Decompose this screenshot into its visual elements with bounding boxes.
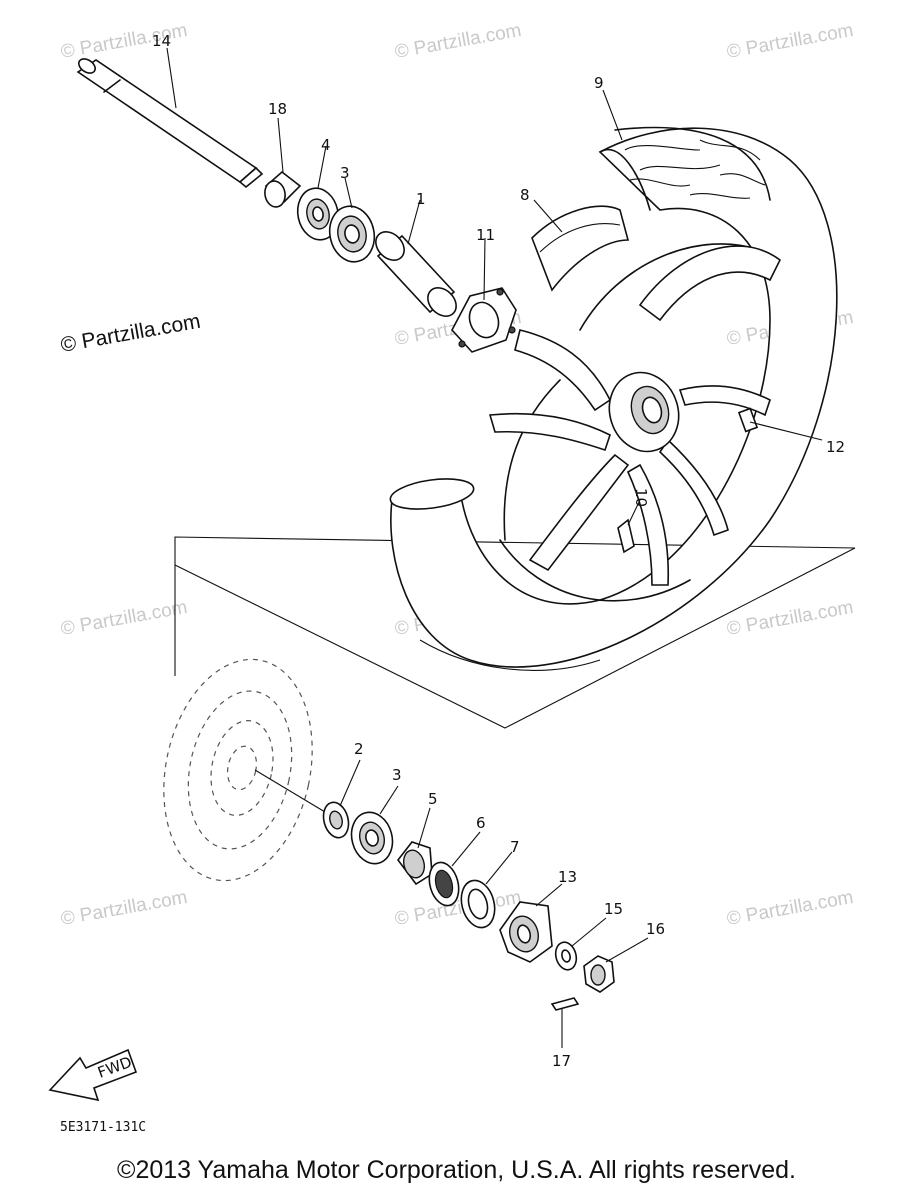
callout-3-upper: 3 [340, 164, 350, 182]
watermark: © Partzilla.com [393, 20, 523, 63]
callout-2: 2 [354, 740, 364, 758]
watermark: © Partzilla.com [725, 887, 855, 930]
watermark: © Partzilla.com [725, 20, 855, 63]
rim-band [531, 205, 630, 292]
callout-18: 18 [268, 100, 287, 118]
callout-17: 17 [552, 1052, 571, 1070]
meter-clutch [396, 841, 433, 886]
diagram-code: 5E3171-131C [60, 1120, 146, 1135]
callout-10: 10 [632, 488, 650, 507]
washer-6 [428, 861, 460, 907]
axle [76, 58, 264, 189]
bearing-upper [328, 205, 376, 263]
callouts: 14 18 4 3 1 11 8 9 12 10 2 3 5 6 7 13 15… [152, 32, 845, 1070]
callout-8: 8 [520, 186, 530, 204]
axle-nut [583, 955, 615, 993]
callout-16: 16 [646, 920, 665, 938]
copyright-notice: ©2013 Yamaha Motor Corporation, U.S.A. A… [117, 1156, 796, 1184]
callout-14: 14 [152, 32, 171, 50]
watermark: © Partzilla.com [725, 597, 855, 640]
callout-11: 11 [476, 226, 495, 244]
callout-1: 1 [416, 190, 426, 208]
bearing-lower [350, 811, 394, 865]
callout-3-lower: 3 [392, 766, 402, 784]
leader-lines [166, 47, 823, 1048]
watermark: © Partzilla.com [59, 887, 189, 930]
oil-seal-upper [296, 187, 340, 241]
callout-15: 15 [604, 900, 623, 918]
oil-seal-lower [322, 801, 350, 839]
callout-5: 5 [428, 790, 438, 808]
callout-9: 9 [594, 74, 604, 92]
wheel-rim [488, 243, 782, 602]
seal-7 [460, 879, 496, 929]
gear-unit [499, 901, 553, 963]
callout-7: 7 [510, 838, 520, 856]
callout-12: 12 [826, 438, 845, 456]
watermark: © Partzilla.com [59, 597, 189, 640]
callout-13: 13 [558, 868, 577, 886]
callout-4: 4 [321, 136, 331, 154]
watermark-dark: © Partzilla.com [59, 310, 202, 357]
spacer-tube [375, 231, 457, 317]
callout-6: 6 [476, 814, 486, 832]
assembly-plane-lines [174, 536, 856, 729]
tire [389, 126, 838, 671]
spacer-flange [451, 287, 517, 353]
brake-disc [163, 658, 326, 882]
cotter-pin [550, 997, 580, 1011]
collar [264, 170, 302, 208]
fwd-arrow: FWD [48, 1048, 138, 1102]
washer-15 [554, 941, 578, 971]
